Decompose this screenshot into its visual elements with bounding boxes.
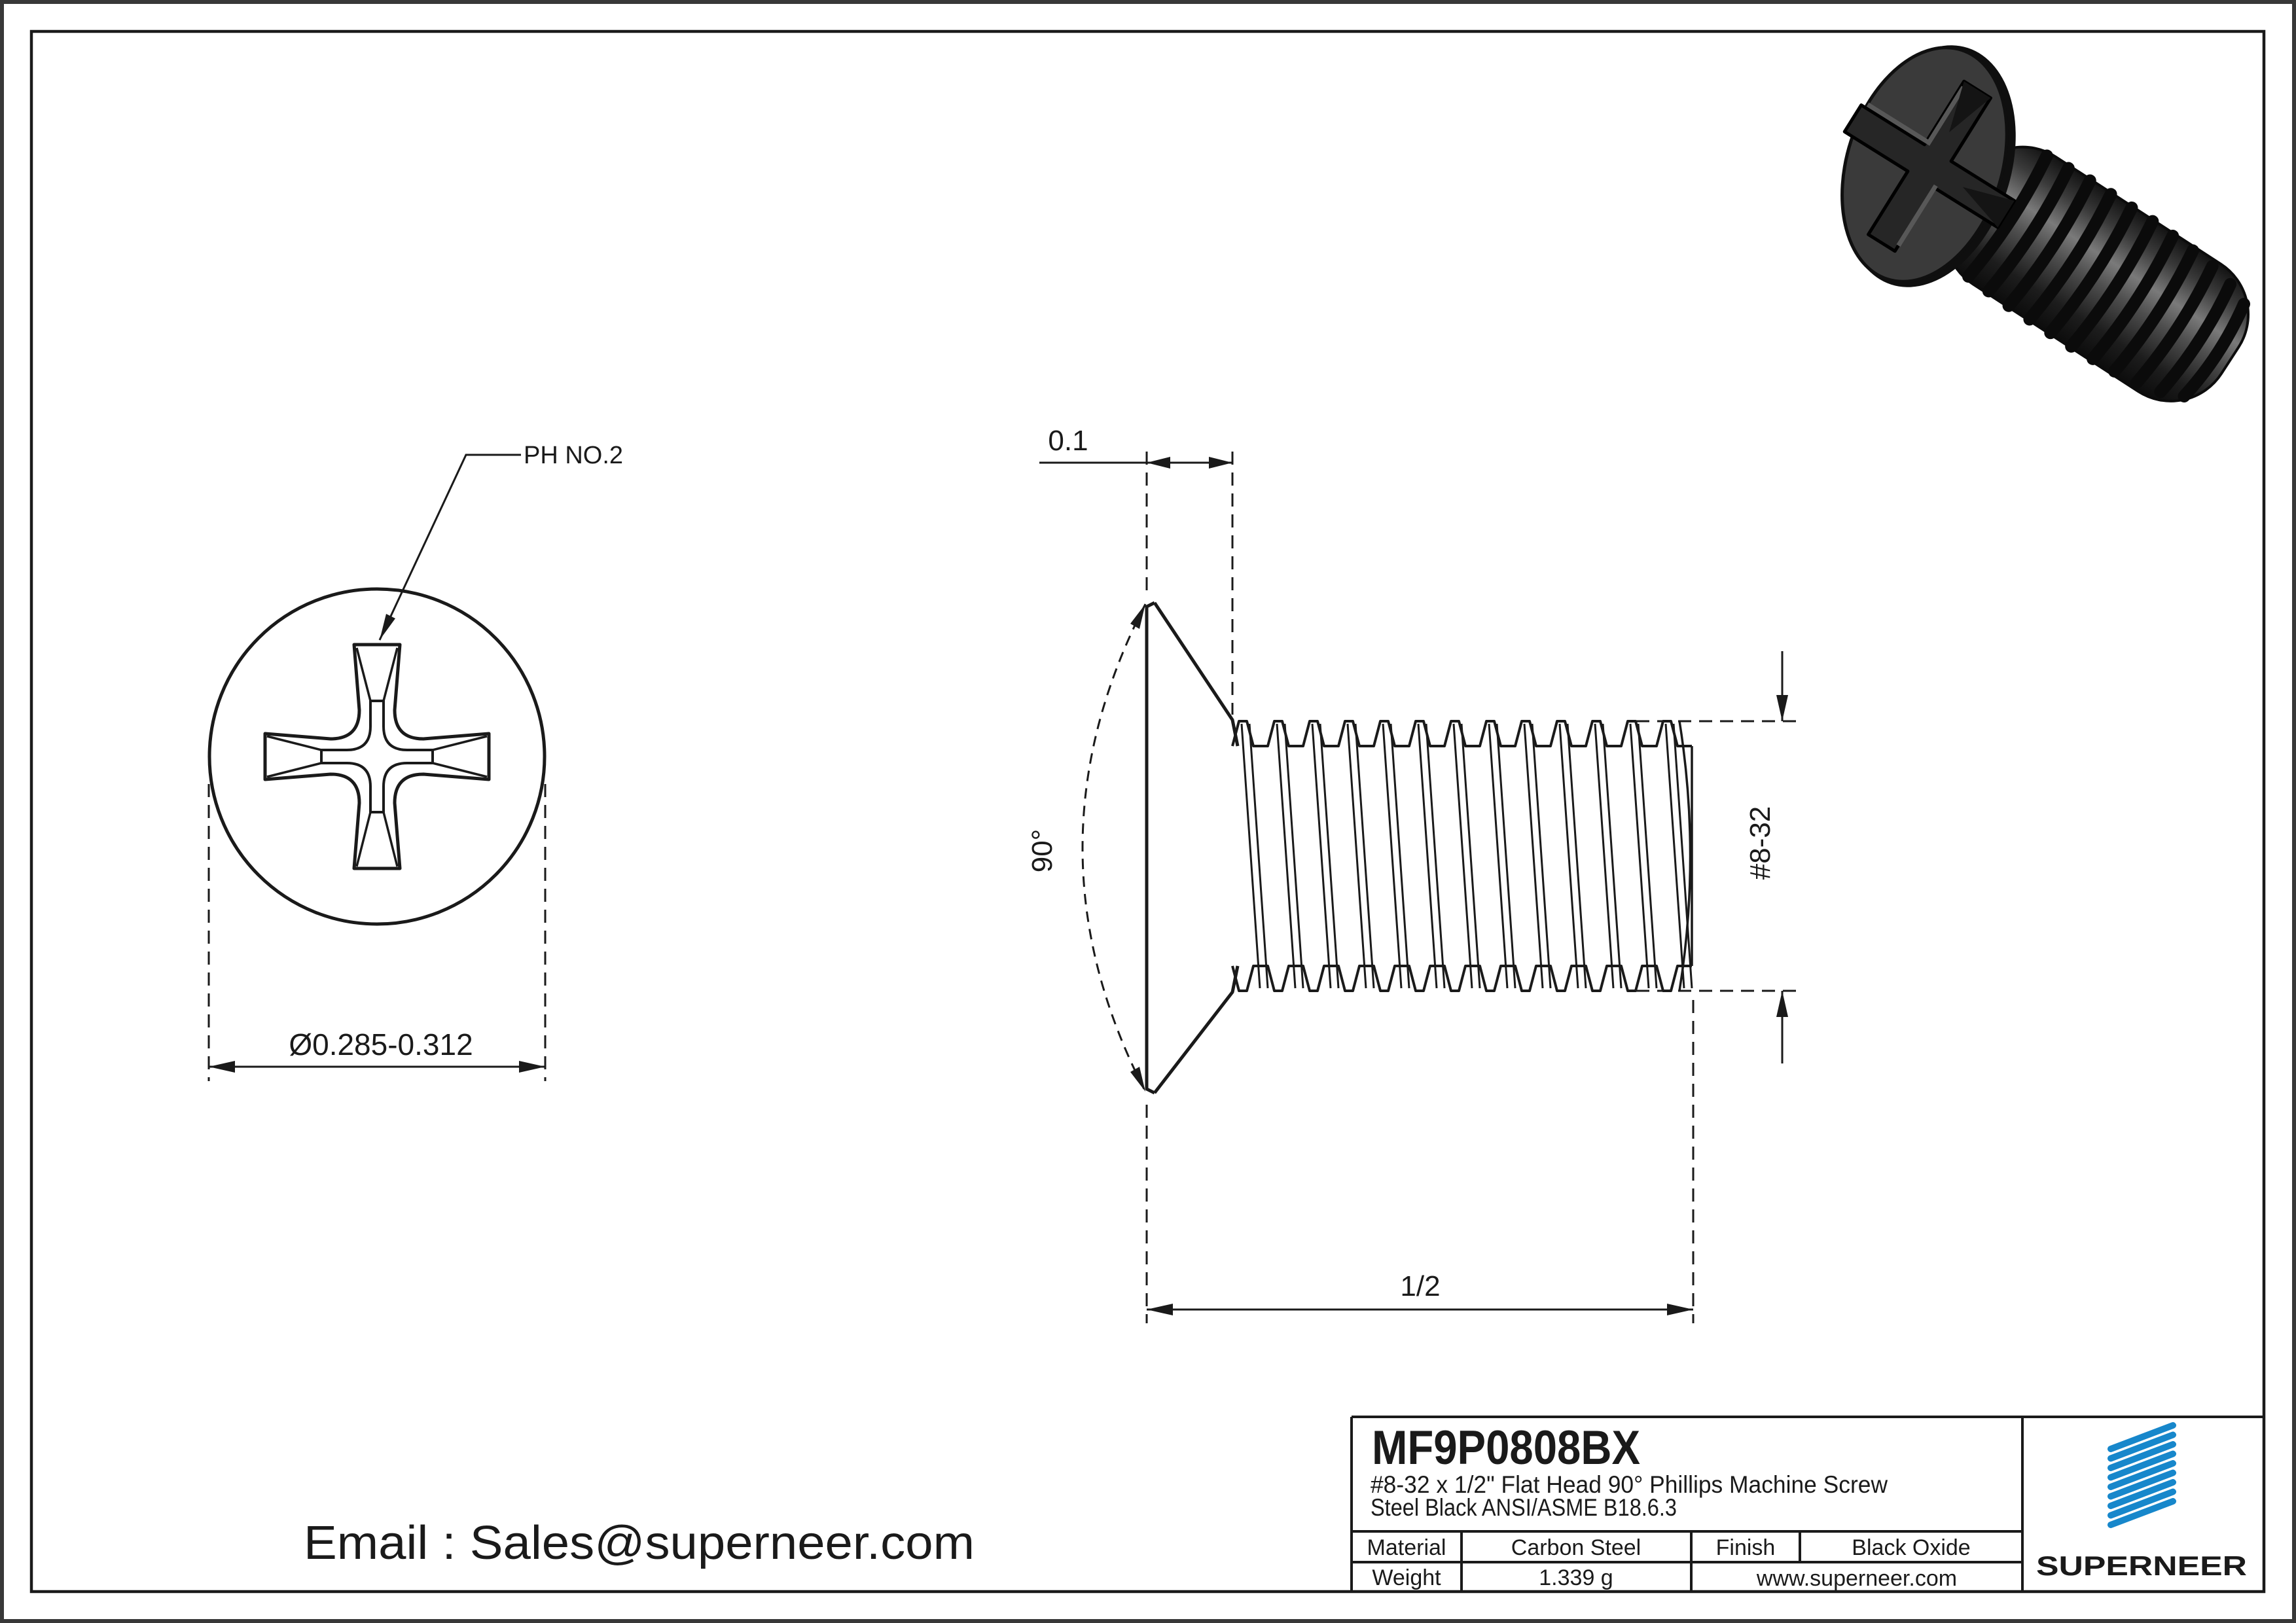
head-outline-circle	[207, 587, 547, 926]
length-dimension-text: 1/2	[1400, 1270, 1440, 1302]
thread-profile-top	[1231, 720, 1692, 747]
page-border	[29, 29, 2266, 1594]
finish-value: Black Oxide	[1852, 1535, 1970, 1560]
shank-end-face	[1678, 721, 1693, 991]
contact-email: Email : Sales@superneer.com	[304, 1517, 975, 1569]
weight-value: 1.339 g	[1539, 1565, 1613, 1590]
countersink-angle-text: 90°	[1026, 829, 1058, 873]
description-line1: #8-32 x 1/2" Flat Head 90° Phillips Mach…	[1371, 1471, 1888, 1498]
diameter-dimension-text: Ø0.285-0.312	[289, 1027, 473, 1061]
title-block: MF9P0808BX #8-32 x 1/2" Flat Head 90° Ph…	[1350, 1416, 2264, 1592]
superneer-logo-icon	[2108, 1422, 2176, 1528]
finish-label: Finish	[1716, 1535, 1776, 1560]
callout-arrowhead-icon	[380, 614, 395, 640]
head-height-dimension-text: 0.1	[1048, 425, 1088, 457]
screw-recess-cross	[1842, 79, 2017, 253]
screw-head-3d	[1840, 45, 2017, 287]
recess-callout-label: PH NO.2	[524, 442, 623, 469]
description-line2: Steel Black ANSI/ASME B18.6.3	[1371, 1494, 1677, 1521]
thread-size-text: #8-32	[1744, 806, 1776, 880]
head-height-arrowheads-icon	[1147, 457, 1232, 469]
side-view: 0.1 90° #8-32 1/2	[1026, 425, 1797, 1323]
countersink-angle-arc	[1081, 603, 1147, 1092]
weight-label: Weight	[1372, 1565, 1441, 1590]
thread-flank-lines	[1240, 723, 1693, 989]
phillips-cross-outline	[263, 643, 491, 870]
screw-recess-3d	[1842, 79, 2017, 253]
screw-recess-shadow	[1949, 81, 2015, 228]
thread-size-extension-lines	[1636, 720, 1797, 992]
material-label: Material	[1367, 1535, 1446, 1560]
front-view: PH NO.2 Ø0.285-0.312	[207, 442, 623, 1081]
material-value: Carbon Steel	[1511, 1535, 1641, 1560]
screw-recess-highlight	[1866, 86, 1965, 247]
callout-leader-line	[378, 454, 521, 641]
part-number: MF9P0808BX	[1372, 1421, 1640, 1474]
diameter-extension-lines	[207, 784, 547, 1081]
head-height-extension-lines	[1145, 452, 1234, 715]
title-block-grid-lines	[1350, 1416, 2264, 1592]
brand-name: SUPERNEER	[2036, 1550, 2247, 1581]
website-link[interactable]: www.superneer.com	[1756, 1566, 1957, 1591]
length-extension-lines	[1145, 1000, 1695, 1323]
screw-thread-ridges	[1962, 149, 2251, 402]
screw-3d-render	[1840, 45, 2251, 402]
phillips-taper-lines	[266, 647, 488, 867]
